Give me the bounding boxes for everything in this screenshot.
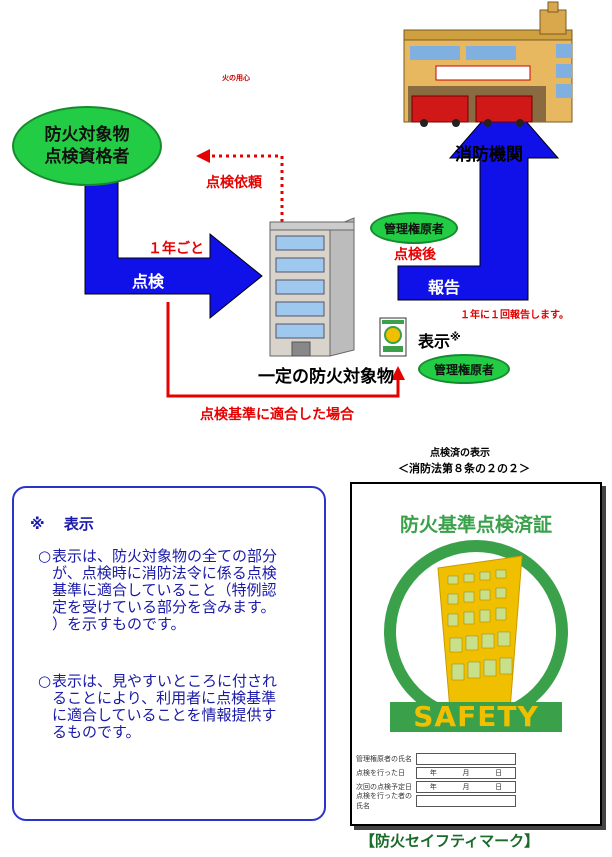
form-row: 管理権原者の氏名 <box>356 752 516 766</box>
date-unit: 日 <box>495 769 503 777</box>
para2-bullet: ○ <box>38 672 52 690</box>
inspector-ellipse: 防火対象物 点検資格者 <box>12 106 162 186</box>
panel-heading-text: 表示 <box>63 515 94 533</box>
fire-station-illustration <box>403 1 573 127</box>
panel-para2: ○ 表示は、見やすいところに付され ることにより、利用者に点検基準 に適合してい… <box>38 673 277 741</box>
compliance-arrowhead <box>391 366 405 380</box>
para2-line: に適合していることを情報提供す <box>52 706 277 724</box>
fire-sign-text: 火の用心 <box>222 74 250 82</box>
inspector-label-line1: 防火対象物 <box>44 125 130 145</box>
inspection-arrow <box>84 179 263 320</box>
yearly-label: １年ごと <box>148 241 204 257</box>
date-unit: 月 <box>462 783 470 791</box>
panel-para1: ○ 表示は、防火対象物の全ての部分 が、点検時に消防法令に係る点検 基準に適合し… <box>38 548 277 633</box>
form-row-label: 点検を行った日 <box>356 769 405 777</box>
safety-emblem-icon <box>384 540 568 732</box>
manager-ellipse-bottom: 管理権原者 <box>418 354 510 384</box>
report-arrow <box>397 95 560 301</box>
form-row: 次回の点検予定日 年 月 日 <box>356 780 516 794</box>
display-label: 表示※ <box>418 328 461 352</box>
date-unit: 年 <box>429 769 437 777</box>
compliance-label: 点検基準に適合した場合 <box>200 407 354 423</box>
explanation-panel: ※ 表示 ○ 表示は、防火対象物の全ての部分 が、点検時に消防法令に係る点検 基… <box>12 486 326 821</box>
date-unit: 月 <box>462 769 470 777</box>
request-arrowhead <box>196 149 210 163</box>
para2-line: 表示は、見やすいところに付され <box>52 672 278 690</box>
report-note: １年に１回報告します。 <box>460 310 569 321</box>
manager-label-bottom: 管理権原者 <box>433 362 494 377</box>
cert-title: 防火基準点検済証 <box>399 514 552 536</box>
para1-line: 基準に適合していること（特例認 <box>52 581 277 599</box>
para2-line: るものです。 <box>52 723 141 741</box>
request-label: 点検依頼 <box>206 175 262 191</box>
cert-caption1: 点検済の表示 <box>430 448 490 459</box>
date-unit: 日 <box>495 783 503 791</box>
panel-heading-mark: ※ <box>30 515 45 533</box>
after-inspection-label: 点検後 <box>394 247 436 263</box>
para1-line: 定を受けている部分を含みます。 <box>52 598 276 616</box>
para1-line: 表示は、防火対象物の全ての部分 <box>52 547 278 565</box>
building-illustration <box>269 217 355 357</box>
display-sticker-icon <box>379 317 407 357</box>
manager-ellipse-top: 管理権原者 <box>370 212 458 244</box>
inspection-label: 点検 <box>132 272 165 291</box>
inspector-label-line2: 点検資格者 <box>44 147 130 167</box>
compliance-line <box>166 302 400 398</box>
fire-dept-label: 消防機関 <box>455 145 523 165</box>
cert-form: 管理権原者の氏名 点検を行った日 年月日 次回の点検予定日 年月日 点検を行った… <box>356 752 516 810</box>
form-row-label: 管理権原者の氏名 <box>356 755 412 763</box>
form-row-label: 次回の点検予定日 <box>356 783 412 791</box>
manager-label-top: 管理権原者 <box>383 221 444 236</box>
display-mark: ※ <box>450 330 461 344</box>
para1-line: ）を示すものです。 <box>52 615 186 633</box>
date-unit: 年 <box>429 783 437 791</box>
cert-caption2: ＜消防法第８条の２の２＞ <box>398 462 530 475</box>
para1-bullet: ○ <box>38 547 52 565</box>
panel-heading: ※ 表示 <box>30 516 94 533</box>
form-row: 点検を行った日 年 月 日 <box>356 766 516 780</box>
para1-line: が、点検時に消防法令に係る点検 <box>52 564 277 582</box>
para2-line: ることにより、利用者に点検基準 <box>52 689 277 707</box>
request-dotted-line <box>208 154 284 222</box>
building-label: 一定の防火対象物 <box>258 367 394 387</box>
form-row: 点検を行った者の氏名 <box>356 792 516 810</box>
safety-text: SAFETY <box>413 700 539 733</box>
form-row-label: 点検を行った者の氏名 <box>356 792 412 810</box>
display-text: 表示 <box>418 332 451 351</box>
report-label: 報告 <box>428 278 461 297</box>
diagram-canvas <box>84 1 573 398</box>
mark-name-label: 【防火セイフティマーク】 <box>360 832 540 850</box>
certificate-card: 防火基準点検済証 SAFETY 管理権原者の氏名 点検を行った日 年月日 次回の… <box>350 482 602 826</box>
